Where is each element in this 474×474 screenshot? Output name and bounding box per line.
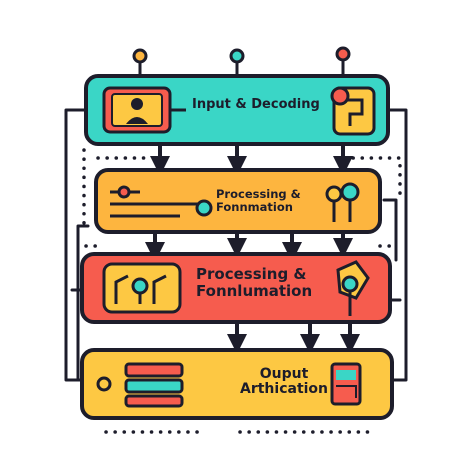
stage-processing-2-line2: Fonnlumation bbox=[196, 281, 313, 300]
user-image-icon bbox=[102, 86, 172, 134]
stage-processing-1 bbox=[94, 168, 382, 234]
circuit-board-icon bbox=[102, 262, 182, 314]
stage-output-line1: Ouput bbox=[259, 366, 309, 382]
document-output-icon bbox=[330, 362, 362, 406]
input-pins bbox=[132, 46, 351, 76]
stage-input bbox=[84, 74, 390, 146]
dotted-lines bbox=[82, 148, 402, 434]
circuit-node-icon bbox=[325, 182, 360, 222]
stage-input-label: Input & Decoding bbox=[192, 97, 320, 112]
stage-processing-1-line1: Processing & bbox=[216, 187, 301, 201]
stage-output-label: Ouput Arthication bbox=[240, 366, 329, 398]
stage-processing-2-label: Processing & Fonnlumation bbox=[196, 266, 312, 299]
stage-processing-1-label: Processing & Fonnmation bbox=[216, 188, 301, 213]
stage-output-line2: Arthication bbox=[240, 381, 329, 398]
output-list-icon bbox=[96, 362, 184, 408]
connector-arrows bbox=[145, 146, 360, 354]
stage-processing-2-line1: Processing & bbox=[196, 265, 307, 283]
sliders-icon bbox=[110, 185, 213, 218]
decoder-icon bbox=[330, 86, 376, 136]
feedback-loop-right bbox=[382, 108, 408, 382]
stage-input-line1: Input & Decoding bbox=[192, 97, 320, 112]
stage-output bbox=[80, 348, 394, 420]
formula-card-icon bbox=[336, 260, 370, 316]
stage-processing-2 bbox=[80, 252, 392, 324]
stage-processing-1-line2: Fonnmation bbox=[216, 199, 293, 214]
